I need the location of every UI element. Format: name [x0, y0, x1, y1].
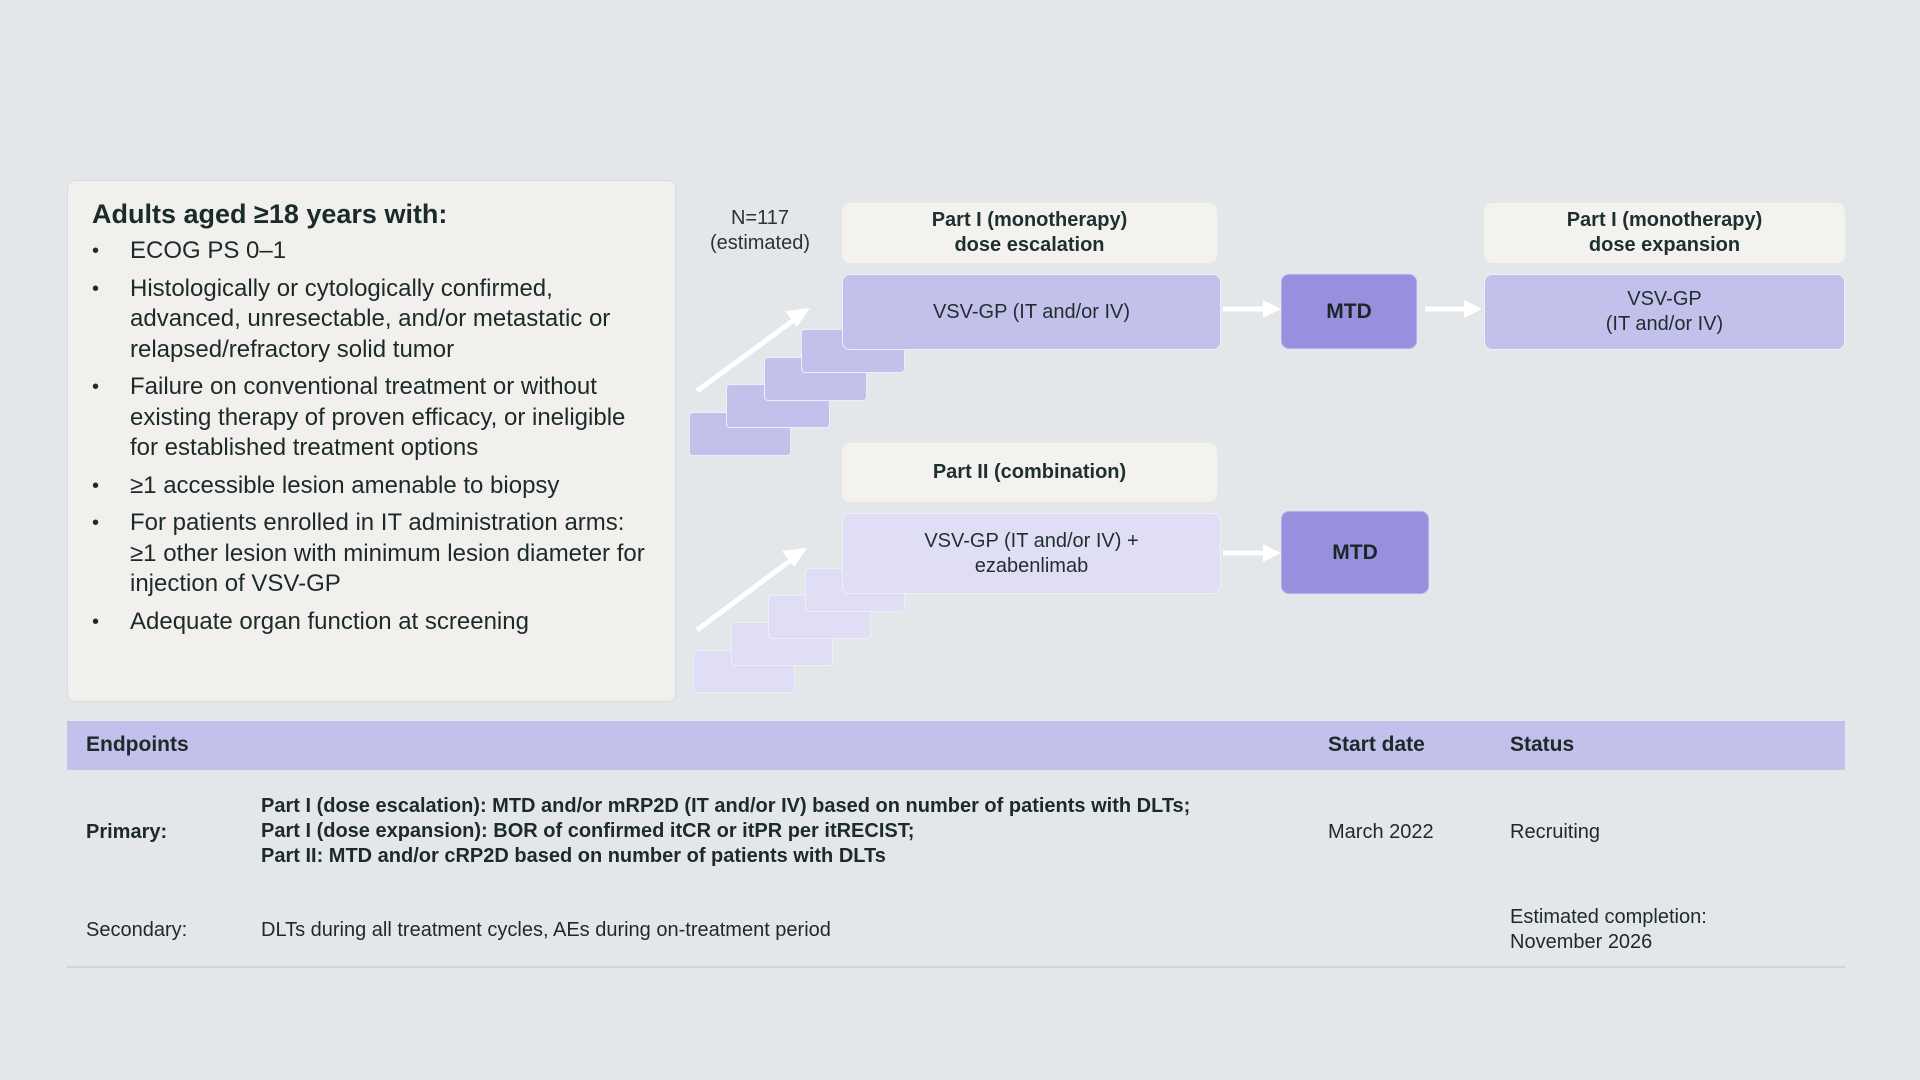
table-bottom-rule — [67, 966, 1845, 968]
part1-mtd-box: MTD — [1281, 274, 1417, 349]
eligibility-title: Adults aged ≥18 years with: — [92, 199, 448, 229]
part2-mtd-label: MTD — [1332, 540, 1378, 564]
eligibility-item: Histologically or cytologically confirme… — [92, 274, 651, 366]
primary-endpoints: Part I (dose escalation): MTD and/or mRP… — [261, 794, 1291, 869]
sample-size-value: N=117 — [730, 207, 789, 229]
part1-escalation-box-text: VSV-GP (IT and/or IV) — [932, 300, 1131, 323]
primary-endpoint-line: Part II: MTD and/or cRP2D based on numbe… — [261, 845, 886, 867]
status-value: Recruiting — [1510, 821, 1601, 843]
part1-mtd-label: MTD — [1326, 299, 1372, 323]
secondary-endpoints: DLTs during all treatment cycles, AEs du… — [261, 919, 831, 941]
primary-label: Primary: — [86, 821, 168, 843]
part1-escalation-box: VSV-GP (IT and/or IV) — [842, 274, 1221, 350]
part1-expansion-header-line2: dose expansion — [1588, 234, 1741, 256]
part1-expansion-box: VSV-GP (IT and/or IV) — [1484, 274, 1845, 350]
sample-size-label: N=117 (estimated) — [690, 206, 830, 256]
estimated-completion-date: November 2026 — [1510, 931, 1653, 953]
part2-header: Part II (combination) — [842, 443, 1217, 502]
start-date-column-header: Start date — [1328, 733, 1425, 756]
part2-box-line2: ezabenlimab — [974, 554, 1089, 577]
part1-expansion-box-line2: (IT and/or IV) — [1605, 313, 1724, 335]
eligibility-item: ≥1 accessible lesion amenable to biopsy — [92, 471, 651, 502]
part1-escalation-header: Part I (monotherapy) dose escalation — [842, 203, 1217, 263]
estimated-completion: Estimated completion: November 2026 — [1510, 905, 1707, 955]
eligibility-item: Failure on conventional treatment or wit… — [92, 372, 651, 464]
part1-expansion-header: Part I (monotherapy) dose expansion — [1484, 203, 1845, 263]
start-date-value: March 2022 — [1328, 821, 1434, 843]
right-arrow-icon — [1223, 300, 1281, 318]
endpoints-table-header: Endpoints Start date Status — [67, 721, 1845, 770]
right-arrow-icon — [1223, 544, 1281, 562]
part1-escalation-header-line2: dose escalation — [954, 234, 1105, 256]
part2-mtd-box: MTD — [1281, 511, 1429, 594]
eligibility-panel: Adults aged ≥18 years with: ECOG PS 0–1 … — [67, 180, 676, 702]
part1-escalation-header-line1: Part I (monotherapy) — [931, 209, 1128, 231]
status-column-header: Status — [1510, 733, 1575, 756]
part2-box-line1: VSV-GP (IT and/or IV) + — [924, 529, 1139, 552]
eligibility-list: ECOG PS 0–1 Histologically or cytologica… — [92, 236, 651, 637]
eligibility-item: Adequate organ function at screening — [92, 607, 651, 638]
endpoints-column-header: Endpoints — [86, 733, 189, 756]
part2-box: VSV-GP (IT and/or IV) + ezabenlimab — [842, 513, 1221, 594]
primary-endpoint-line: Part I (dose escalation): MTD and/or mRP… — [261, 795, 1191, 817]
part1-expansion-box-line1: VSV-GP — [1627, 288, 1702, 310]
part1-expansion-header-line1: Part I (monotherapy) — [1566, 209, 1763, 231]
estimated-completion-label: Estimated completion: — [1510, 906, 1707, 928]
primary-endpoint-line: Part I (dose expansion): BOR of confirme… — [261, 820, 915, 842]
right-arrow-icon — [1425, 300, 1482, 318]
secondary-label: Secondary: — [86, 919, 188, 941]
part2-header-text: Part II (combination) — [932, 461, 1127, 483]
eligibility-item: ECOG PS 0–1 — [92, 236, 651, 267]
eligibility-item: For patients enrolled in IT administrati… — [92, 508, 651, 600]
sample-size-note: (estimated) — [709, 232, 811, 254]
